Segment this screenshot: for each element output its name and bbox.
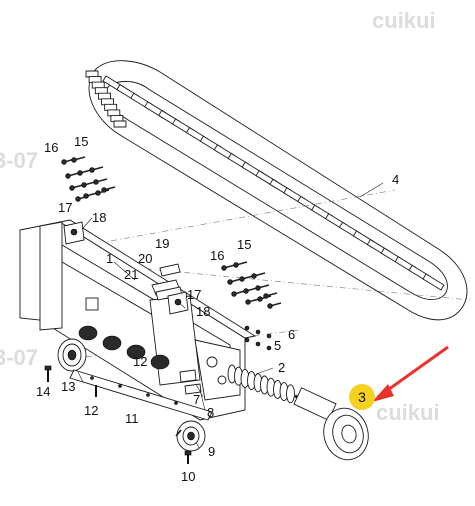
watermark-left-top: 3-07 <box>0 148 38 173</box>
callout-5: 5 <box>274 338 281 353</box>
callout-15: 15 <box>237 237 251 252</box>
highlight-arrow <box>372 345 449 402</box>
wear-strip <box>69 369 213 421</box>
callout-16: 16 <box>44 140 58 155</box>
callout-7: 7 <box>193 392 200 407</box>
callout-1: 1 <box>106 251 113 266</box>
callout-21: 21 <box>124 267 138 282</box>
callout-20: 20 <box>138 251 152 266</box>
callout-19: 19 <box>155 236 169 251</box>
bolt-lower <box>184 450 192 464</box>
callout-4: 4 <box>392 172 399 187</box>
rubber-track <box>85 60 468 321</box>
lower-roller <box>175 420 206 452</box>
bracket-middle <box>167 291 189 315</box>
callout-11: 11 <box>125 411 139 426</box>
callout-12: 12 <box>133 354 147 369</box>
watermark-top: cuikui <box>372 8 436 33</box>
callout-9: 9 <box>208 444 215 459</box>
callout-14: 14 <box>36 384 50 399</box>
leader-lines <box>77 182 384 449</box>
drive-wheel <box>57 338 87 372</box>
callout-2: 2 <box>278 360 285 375</box>
callout-8: 8 <box>207 405 214 420</box>
centerline-1 <box>59 189 396 251</box>
callout-12: 12 <box>84 403 98 418</box>
small-bracket <box>179 369 202 395</box>
bolt-set-middle <box>221 261 282 309</box>
bracket-upper <box>63 221 85 245</box>
callout-15: 15 <box>74 134 88 149</box>
callout-13: 13 <box>61 379 75 394</box>
callout-16: 16 <box>210 248 224 263</box>
bolt-set-upper <box>61 156 116 202</box>
washer-set <box>244 325 272 351</box>
pad-stack <box>151 263 183 301</box>
highlight-badge: 3 <box>349 384 375 410</box>
watermark-left-mid: 3-07 <box>0 345 38 370</box>
track-rollers <box>78 325 170 370</box>
badge-number: 3 <box>358 389 366 405</box>
callout-17: 17 <box>58 200 72 215</box>
watermark-bottom: cuikui <box>376 400 440 425</box>
callout-18: 18 <box>92 210 106 225</box>
callout-18: 18 <box>196 304 210 319</box>
idler-wheel <box>293 387 369 461</box>
callout-10: 10 <box>181 469 195 484</box>
callout-17: 17 <box>187 287 201 302</box>
bolt <box>44 365 52 382</box>
callout-6: 6 <box>288 327 295 342</box>
callout-labels: 16 15 17 18 1 19 20 21 16 15 17 18 6 5 4… <box>36 134 399 484</box>
